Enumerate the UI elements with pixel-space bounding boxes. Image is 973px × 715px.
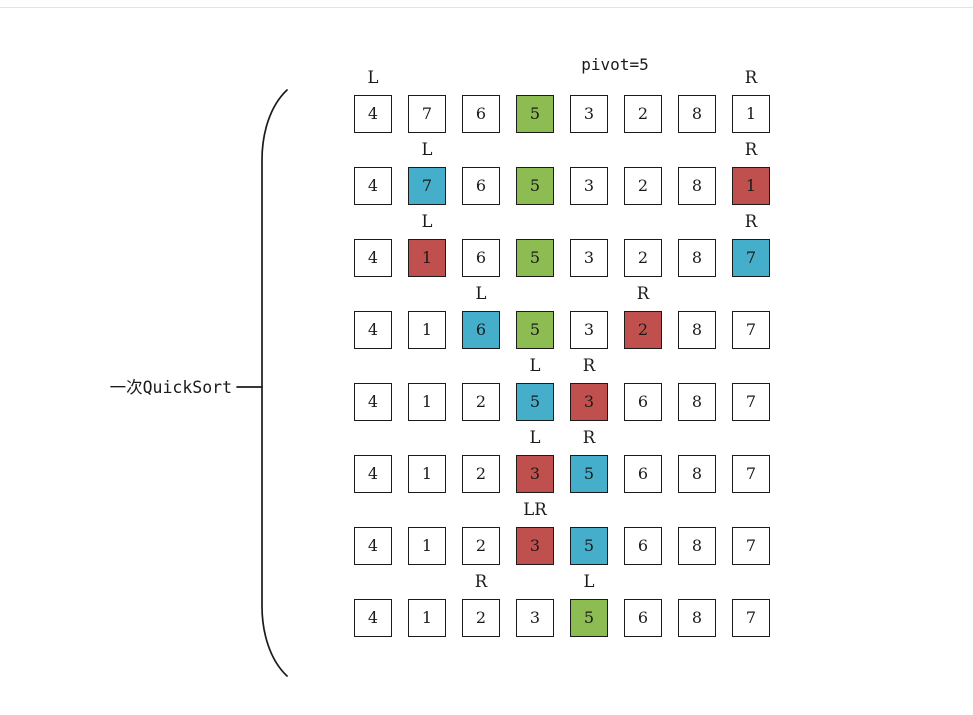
pointer-label-r: R <box>582 428 596 447</box>
group-label-quicksort: 一次QuickSort <box>109 378 232 397</box>
array-cell: 4 <box>354 455 392 493</box>
pointer-label-lr: LR <box>523 500 547 519</box>
array-cell: 1 <box>408 599 446 637</box>
array-cell: 3 <box>516 527 554 565</box>
array-cell: 8 <box>678 383 716 421</box>
array-cell: 1 <box>732 95 770 133</box>
array-cell: 3 <box>516 455 554 493</box>
array-cell: 4 <box>354 311 392 349</box>
array-cell: 8 <box>678 527 716 565</box>
pointer-label-l: L <box>367 68 379 87</box>
array-cell: 3 <box>570 167 608 205</box>
left-curly-bracket-icon <box>236 89 288 677</box>
array-cell: 8 <box>678 239 716 277</box>
pivot-caption: pivot=5 <box>581 55 649 74</box>
pointer-label-l: L <box>529 356 541 375</box>
array-cell: 4 <box>354 599 392 637</box>
array-cell: 3 <box>570 95 608 133</box>
array-cell: 2 <box>462 383 500 421</box>
array-cell: 6 <box>624 527 662 565</box>
array-cell: 5 <box>570 599 608 637</box>
pointer-label-r: R <box>744 68 758 87</box>
array-cell: 1 <box>732 167 770 205</box>
array-cell: 5 <box>516 239 554 277</box>
array-cell: 1 <box>408 527 446 565</box>
pointer-label-l: L <box>583 572 595 591</box>
array-cell: 4 <box>354 383 392 421</box>
array-cell: 2 <box>624 167 662 205</box>
array-cell: 1 <box>408 455 446 493</box>
array-cell: 7 <box>732 599 770 637</box>
array-cell: 6 <box>462 311 500 349</box>
array-cell: 2 <box>624 95 662 133</box>
array-cell: 7 <box>732 455 770 493</box>
array-cell: 8 <box>678 455 716 493</box>
array-cell: 3 <box>570 311 608 349</box>
array-cell: 8 <box>678 599 716 637</box>
pointer-label-l: L <box>529 428 541 447</box>
array-cell: 4 <box>354 95 392 133</box>
array-cell: 3 <box>570 239 608 277</box>
array-cell: 7 <box>408 95 446 133</box>
array-cell: 6 <box>624 599 662 637</box>
array-cell: 5 <box>570 527 608 565</box>
pointer-label-l: L <box>421 212 433 231</box>
array-cell: 5 <box>516 95 554 133</box>
array-cell: 1 <box>408 311 446 349</box>
pointer-label-r: R <box>744 140 758 159</box>
pointer-label-r: R <box>582 356 596 375</box>
array-cell: 6 <box>462 239 500 277</box>
array-cell: 6 <box>462 95 500 133</box>
array-cell: 2 <box>462 455 500 493</box>
array-cell: 5 <box>516 311 554 349</box>
array-cell: 6 <box>462 167 500 205</box>
array-cell: 8 <box>678 167 716 205</box>
array-cell: 2 <box>462 599 500 637</box>
array-cell: 3 <box>570 383 608 421</box>
array-cell: 5 <box>516 167 554 205</box>
array-cell: 2 <box>624 311 662 349</box>
top-divider-rule <box>0 7 973 8</box>
pointer-label-l: L <box>421 140 433 159</box>
array-cell: 4 <box>354 239 392 277</box>
array-cell: 6 <box>624 455 662 493</box>
pointer-label-r: R <box>636 284 650 303</box>
array-cell: 2 <box>624 239 662 277</box>
array-cell: 7 <box>732 311 770 349</box>
array-cell: 7 <box>408 167 446 205</box>
array-cell: 2 <box>462 527 500 565</box>
array-cell: 8 <box>678 311 716 349</box>
array-cell: 8 <box>678 95 716 133</box>
pointer-label-r: R <box>744 212 758 231</box>
array-cell: 7 <box>732 239 770 277</box>
pointer-label-l: L <box>475 284 487 303</box>
array-cell: 5 <box>516 383 554 421</box>
array-cell: 4 <box>354 167 392 205</box>
array-cell: 1 <box>408 383 446 421</box>
pointer-label-r: R <box>474 572 488 591</box>
array-cell: 4 <box>354 527 392 565</box>
array-cell: 7 <box>732 383 770 421</box>
array-cell: 5 <box>570 455 608 493</box>
array-cell: 7 <box>732 527 770 565</box>
array-cell: 3 <box>516 599 554 637</box>
array-cell: 1 <box>408 239 446 277</box>
array-cell: 6 <box>624 383 662 421</box>
